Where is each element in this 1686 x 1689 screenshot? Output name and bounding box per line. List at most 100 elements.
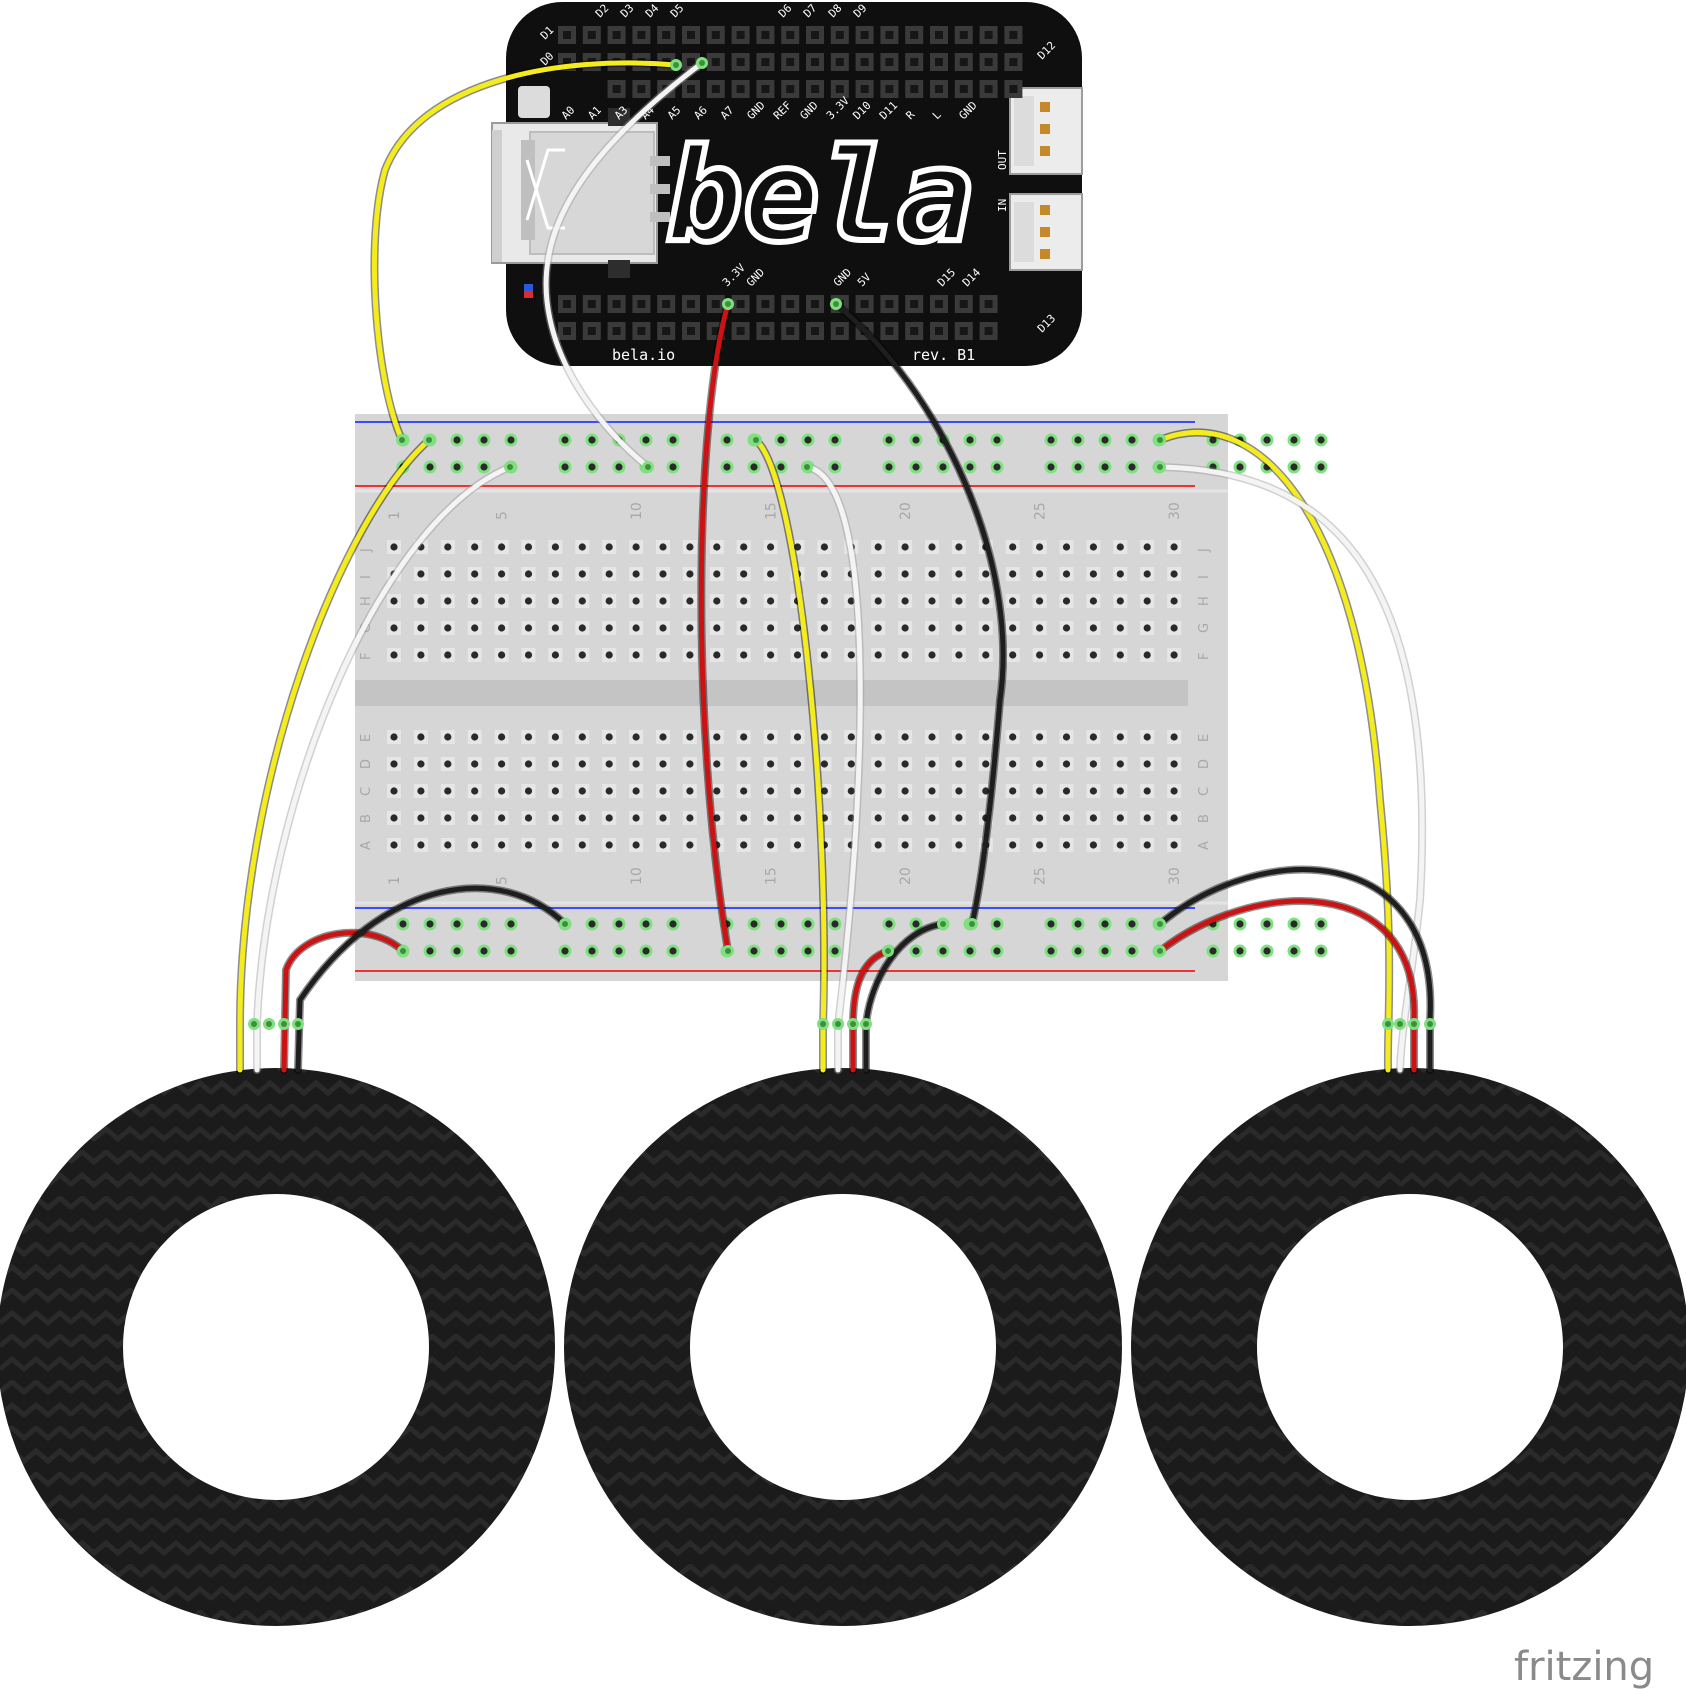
breadboard-hole bbox=[659, 543, 667, 551]
header-pin-hole bbox=[662, 300, 671, 308]
row-letter: J bbox=[359, 548, 374, 553]
breadboard-hole bbox=[1089, 597, 1097, 605]
header-pin-hole bbox=[910, 58, 919, 66]
header-pin-hole bbox=[612, 300, 621, 308]
breadboard-hole bbox=[659, 787, 667, 795]
rail-hole bbox=[588, 436, 596, 444]
rail-hole bbox=[1236, 920, 1244, 928]
breadboard-hole bbox=[820, 787, 829, 795]
breadboard-hole bbox=[659, 814, 667, 822]
breadboard-hole bbox=[632, 597, 640, 605]
rail-hole bbox=[1047, 947, 1055, 955]
rail-hole bbox=[939, 463, 947, 471]
breadboard-hole bbox=[417, 787, 425, 795]
breadboard-hole bbox=[524, 570, 533, 578]
breadboard-hole bbox=[390, 733, 398, 741]
breadboard-hole bbox=[1116, 597, 1124, 605]
breadboard-hole bbox=[874, 787, 882, 795]
breadboard-hole bbox=[955, 841, 963, 849]
fritzing-watermark: fritzing bbox=[1514, 1644, 1654, 1689]
breadboard-hole bbox=[471, 760, 479, 768]
breadboard-hole bbox=[1062, 733, 1071, 741]
breadboard-hole bbox=[390, 841, 398, 849]
rail-hole bbox=[507, 947, 515, 955]
column-number: 25 bbox=[1033, 502, 1049, 520]
breadboard-hole bbox=[1062, 787, 1071, 795]
rail-hole bbox=[831, 920, 839, 928]
column-number: 20 bbox=[898, 502, 914, 520]
rail-hole bbox=[1290, 436, 1298, 444]
header-pin-hole bbox=[984, 31, 993, 39]
header-pin-hole bbox=[761, 300, 770, 308]
breadboard-hole bbox=[1143, 570, 1151, 578]
header-pin-hole bbox=[935, 58, 943, 66]
header-pin-hole bbox=[687, 85, 695, 93]
breadboard-hole bbox=[686, 814, 694, 822]
header-pin-hole bbox=[935, 85, 943, 93]
breadboard-hole bbox=[1009, 651, 1017, 659]
row-letter: D bbox=[359, 759, 374, 769]
piezo-disc bbox=[564, 1068, 1122, 1626]
wire-endpoint-core bbox=[673, 62, 679, 68]
breadboard-hole bbox=[982, 733, 990, 741]
breadboard-hole bbox=[1116, 570, 1124, 578]
header-pin-hole bbox=[811, 31, 819, 39]
breadboard-hole bbox=[1009, 570, 1017, 578]
rail-hole bbox=[480, 436, 488, 444]
wire-endpoint-core bbox=[969, 921, 975, 927]
breadboard-hole bbox=[417, 760, 425, 768]
breadboard-hole bbox=[605, 570, 613, 578]
header-pin-hole bbox=[687, 31, 695, 39]
breadboard-hole bbox=[982, 760, 990, 768]
breadboard-hole bbox=[1036, 733, 1044, 741]
header-pin-hole bbox=[587, 300, 596, 308]
breadboard-hole bbox=[1143, 651, 1151, 659]
header-pin-hole bbox=[687, 58, 695, 66]
rail-hole bbox=[1209, 947, 1217, 955]
wire-endpoint-core bbox=[725, 301, 731, 307]
breadboard-hole bbox=[659, 624, 667, 632]
breadboard-hole bbox=[1170, 597, 1178, 605]
breadboard-hole bbox=[605, 624, 613, 632]
breadboard-hole bbox=[1143, 760, 1151, 768]
column-number: 10 bbox=[629, 502, 645, 520]
row-letter: C bbox=[359, 787, 374, 796]
column-number: 30 bbox=[1167, 502, 1183, 520]
header-pin-hole bbox=[910, 85, 919, 93]
wire-endpoint-core bbox=[804, 464, 810, 470]
breadboard-hole bbox=[955, 570, 963, 578]
row-letter: A bbox=[359, 841, 374, 850]
header-pin-hole bbox=[612, 327, 621, 335]
piezo-disc bbox=[1131, 1068, 1686, 1626]
breadboard-hole bbox=[551, 733, 560, 741]
wire-endpoint-core bbox=[295, 1021, 301, 1027]
breadboard-hole bbox=[444, 814, 452, 822]
breadboard-hole bbox=[551, 841, 560, 849]
rail-hole bbox=[669, 947, 677, 955]
header-pin-hole bbox=[885, 327, 894, 335]
header-pin-hole bbox=[711, 327, 720, 335]
rail-hole bbox=[1317, 947, 1325, 955]
row-letter: A bbox=[1197, 841, 1212, 850]
breadboard-hole bbox=[874, 570, 882, 578]
breadboard-hole bbox=[928, 543, 936, 551]
breadboard-hole bbox=[767, 570, 775, 578]
breadboard-hole bbox=[686, 760, 694, 768]
breadboard-hole bbox=[524, 787, 533, 795]
row-letter: E bbox=[1197, 734, 1212, 742]
breadboard-hole bbox=[901, 543, 909, 551]
breadboard-hole bbox=[605, 543, 613, 551]
breadboard-hole bbox=[793, 787, 802, 795]
header-pin-hole bbox=[563, 300, 571, 308]
breadboard-hole bbox=[1009, 787, 1017, 795]
breadboard-hole bbox=[713, 597, 721, 605]
row-letter: I bbox=[1197, 575, 1212, 579]
breadboard-hole bbox=[605, 733, 613, 741]
breadboard-hole bbox=[686, 570, 694, 578]
breadboard-hole bbox=[820, 733, 829, 741]
breadboard-hole bbox=[1170, 841, 1178, 849]
breadboard-hole bbox=[1089, 543, 1097, 551]
breadboard-hole bbox=[767, 543, 775, 551]
header-pin-hole bbox=[662, 327, 671, 335]
